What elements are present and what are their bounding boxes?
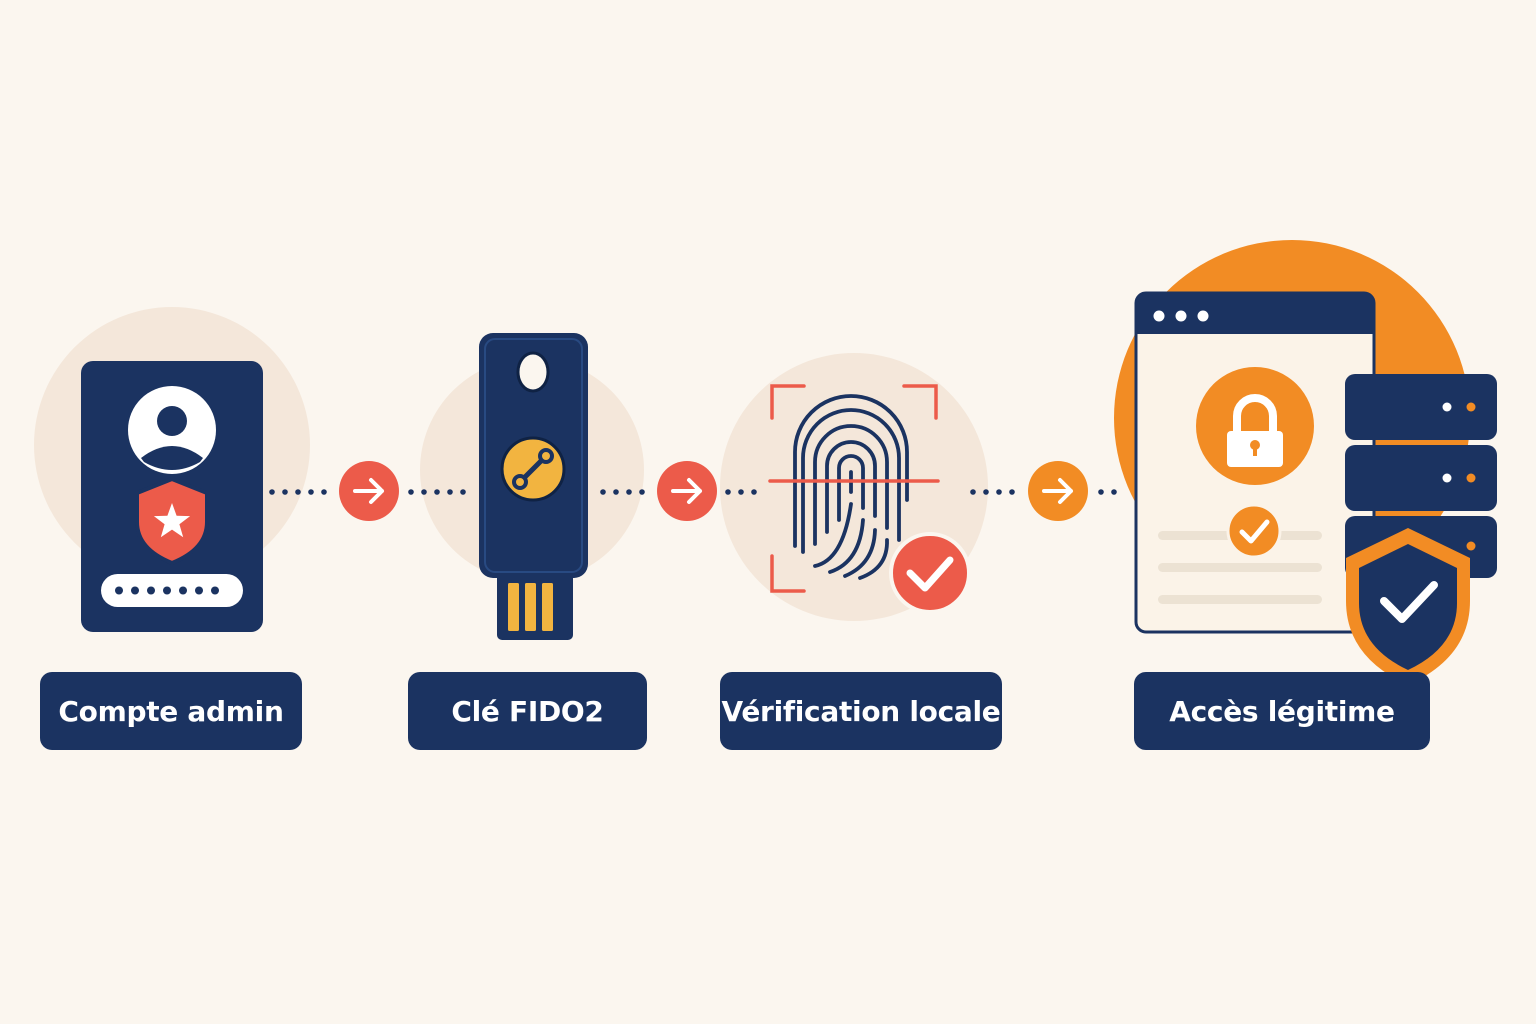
user-avatar-icon [128, 386, 216, 474]
arrow-right-icon [1028, 461, 1088, 521]
touch-sensor-link-icon [500, 436, 566, 502]
fingerprint-icon [793, 394, 909, 580]
dotted-connector-3 [970, 489, 1117, 495]
small-check-icon [1226, 503, 1282, 559]
padlock-icon [1196, 367, 1314, 485]
arrow-right-icon [657, 461, 717, 521]
scan-frame-corners [770, 384, 938, 593]
dotted-connector-1 [269, 489, 466, 495]
step-label-fido2-key: Clé FIDO2 [408, 672, 647, 750]
fingerprint-verification-icon [768, 384, 971, 614]
keyring-hole-icon [516, 351, 550, 393]
secure-access-icon [1114, 240, 1497, 685]
arrow-right-icon [339, 461, 399, 521]
dotted-connector-2 [600, 489, 757, 495]
admin-account-icon [81, 361, 263, 632]
shield-check-icon [1346, 528, 1470, 685]
admin-shield-star-icon [135, 476, 209, 566]
password-field-icon [101, 574, 243, 607]
step-label-legitimate-access: Accès légitime [1134, 672, 1430, 750]
check-badge-icon [889, 532, 971, 614]
step-label-local-verification: Vérification locale [720, 672, 1002, 750]
step-label-admin-account: Compte admin [40, 672, 302, 750]
fido2-security-key-icon [479, 333, 588, 640]
